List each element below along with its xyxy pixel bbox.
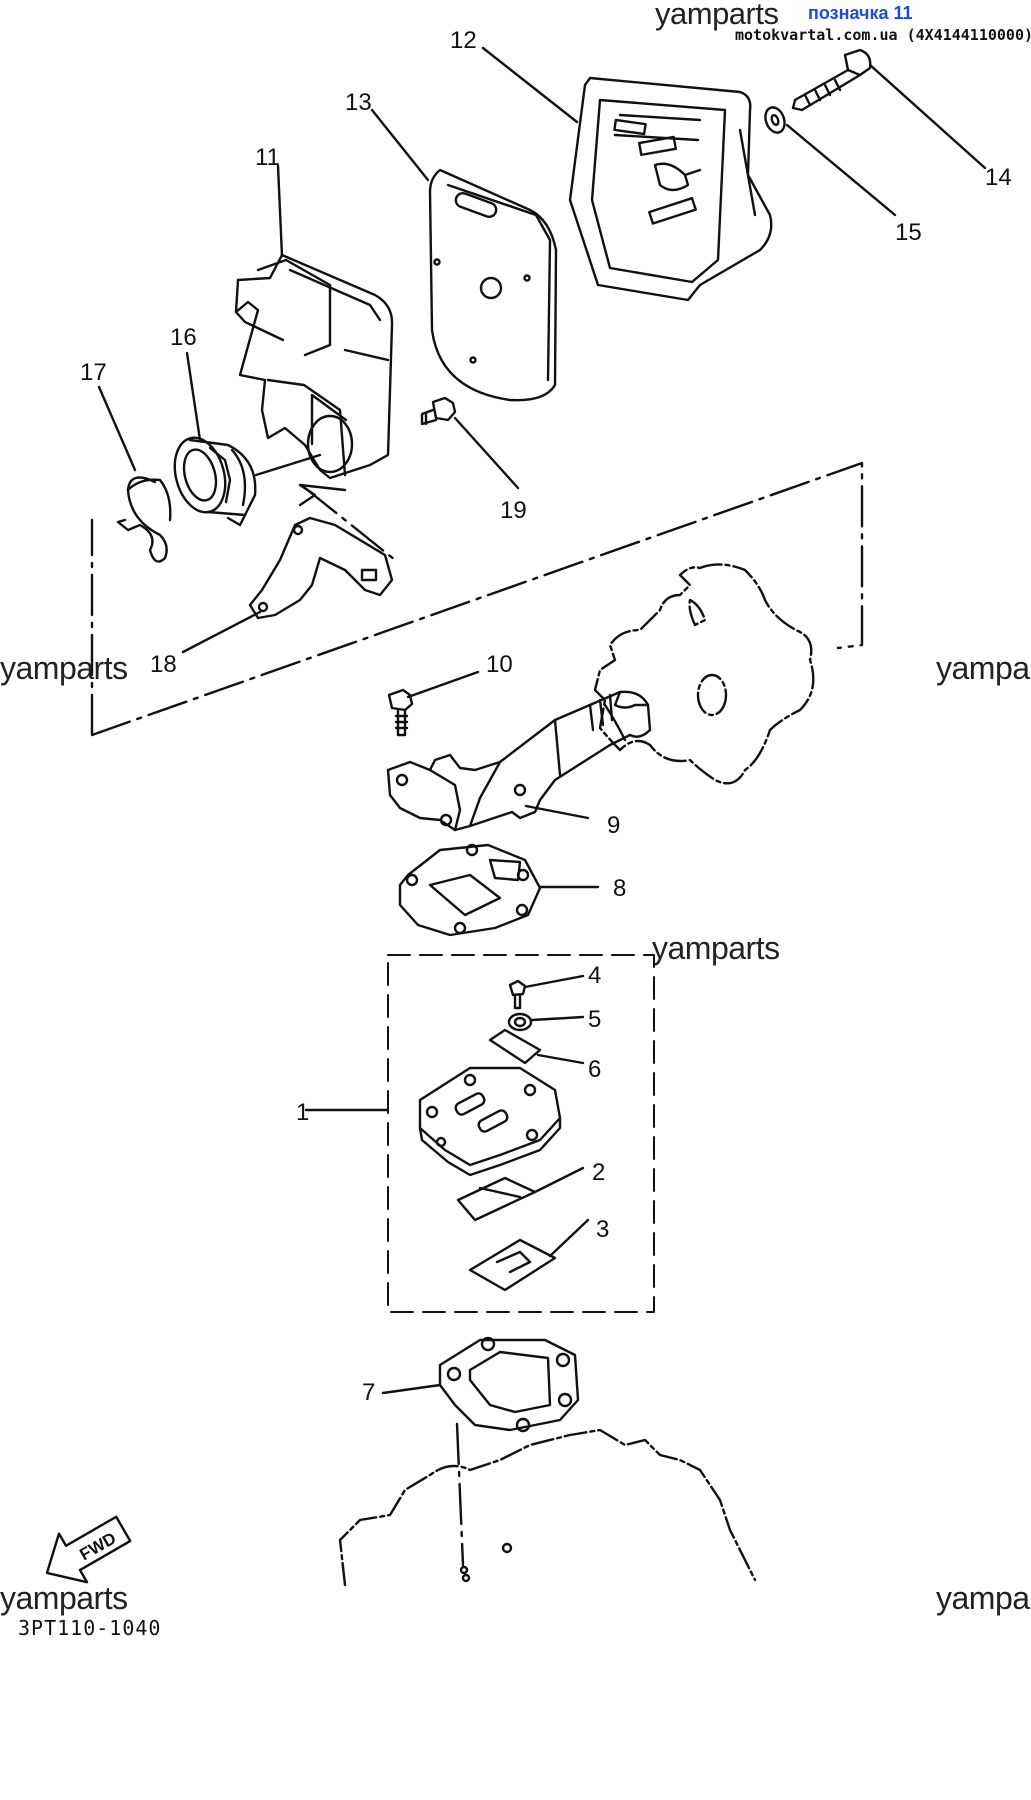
part-13-filter-element	[428, 168, 558, 402]
label-part-10: 10	[486, 651, 513, 678]
label-part-14: 14	[985, 164, 1012, 191]
label-tag: позначка 11	[808, 3, 913, 23]
part-3-reed	[468, 1238, 557, 1292]
part-10-screw	[387, 688, 414, 737]
label-part-13: 13	[345, 89, 372, 116]
fwd-arrow-icon: FWD	[45, 1515, 132, 1584]
watermark-left-middle: yamparts	[0, 650, 128, 686]
part-4-screw	[508, 979, 527, 1010]
part-12-airbox-cover	[568, 76, 773, 302]
part-5-washer	[507, 1012, 533, 1032]
watermark-left-bottom: yamparts	[0, 1580, 128, 1616]
site-reference: motokvartal.com.ua (4X4144110000)	[735, 26, 1031, 44]
crankcase-outline-bottom	[338, 1428, 757, 1587]
label-part-19: 19	[500, 497, 527, 524]
label-part-12: 12	[450, 27, 477, 54]
label-part-8: 8	[613, 875, 626, 902]
part-19-screw	[420, 396, 457, 426]
part-9-manifold	[386, 690, 652, 832]
part-1-reed-valve-body	[418, 1066, 562, 1177]
part-14-bolt	[791, 48, 872, 112]
label-part-1: 1	[296, 1099, 309, 1126]
part-11-airbox-case	[234, 253, 394, 507]
watermark-right-middle: yamparts	[936, 650, 1031, 686]
watermark-top: yamparts	[655, 0, 779, 31]
label-part-18: 18	[150, 651, 177, 678]
label-part-16: 16	[170, 324, 197, 351]
label-part-15: 15	[895, 219, 922, 246]
label-part-5: 5	[588, 1006, 601, 1033]
label-part-11: 11	[255, 144, 280, 171]
part-6-stopper	[488, 1028, 542, 1065]
watermark-right-bottom: yamparts	[936, 1580, 1031, 1616]
part-18-bracket	[248, 516, 394, 620]
part-17-clamp	[116, 476, 172, 563]
diagram-code: 3PT110-1040	[18, 1616, 162, 1640]
label-part-4: 4	[588, 962, 601, 989]
label-part-17: 17	[80, 359, 107, 386]
crankcase-outline-top	[593, 563, 815, 785]
part-15-washer	[764, 106, 786, 134]
part-8-gasket	[398, 843, 542, 937]
part-number-labels: 1 2 3 4 5 6 7 8 9 10 11 12 13 14 15 16 1…	[80, 27, 1012, 1406]
watermark-center: yamparts	[652, 930, 780, 966]
label-part-7: 7	[362, 1379, 375, 1406]
part-16-joint	[173, 436, 322, 527]
label-part-3: 3	[596, 1216, 609, 1243]
label-part-6: 6	[588, 1056, 601, 1083]
label-part-9: 9	[607, 812, 620, 839]
label-part-2: 2	[592, 1159, 605, 1186]
part-2-reed	[456, 1176, 537, 1222]
part-7-gasket	[438, 1336, 580, 1433]
